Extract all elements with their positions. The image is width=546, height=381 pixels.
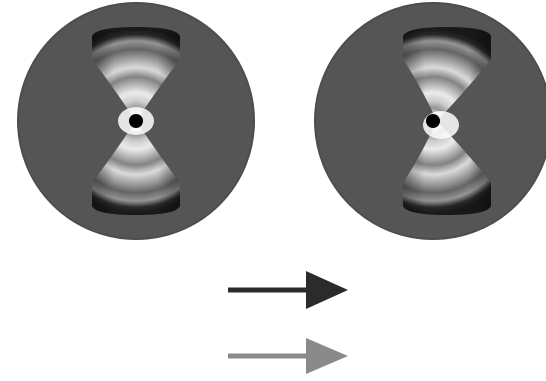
left-lobes <box>92 27 180 215</box>
right-disc-panel <box>314 2 546 240</box>
right-upper-lobe-shade <box>403 27 491 121</box>
left-upper-lobe-shade <box>92 27 180 121</box>
left-center-dot <box>129 114 143 128</box>
gray-arrow-head <box>306 338 348 374</box>
right-lobes <box>403 27 491 215</box>
left-disc-panel <box>17 2 255 240</box>
dark-arrow <box>228 271 348 309</box>
gray-arrow <box>228 338 348 374</box>
right-lower-lobe-shade <box>403 121 491 215</box>
left-lower-lobe-shade <box>92 121 180 215</box>
dark-arrow-head <box>306 271 348 309</box>
right-center-dot <box>426 114 440 128</box>
